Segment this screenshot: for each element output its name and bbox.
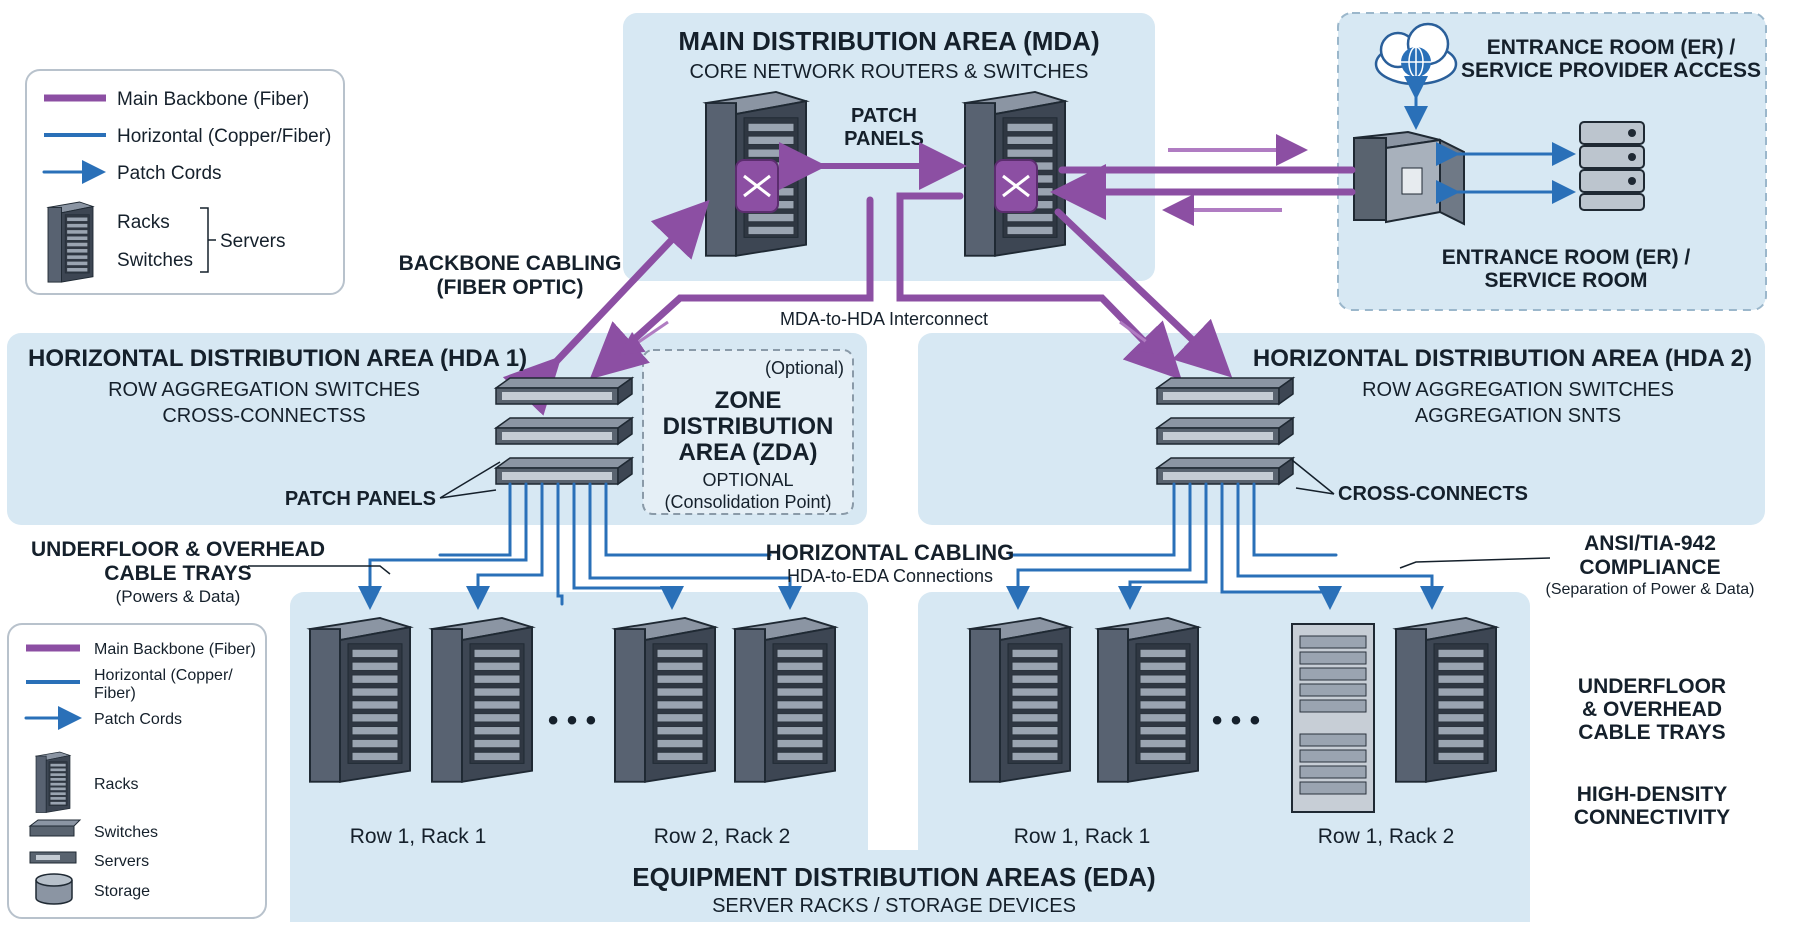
eda-left-label-1: Row 1, Rack 1 bbox=[350, 825, 487, 848]
zda-line4: OPTIONAL bbox=[702, 470, 793, 490]
eda-right-label-1: Row 1, Rack 1 bbox=[1014, 825, 1151, 848]
hda1-switch-stack bbox=[495, 377, 633, 485]
right-trays-2: & OVERHEAD bbox=[1582, 698, 1722, 721]
storage-icon bbox=[35, 873, 73, 905]
er-bottom-title-1: ENTRANCE ROOM (ER) / bbox=[1442, 246, 1691, 269]
legend2-servers-label: Servers bbox=[94, 853, 149, 870]
hda2-switch-stack bbox=[1156, 377, 1294, 485]
mda-core-rack-left bbox=[705, 91, 807, 257]
legend2-racks-label: Racks bbox=[94, 776, 138, 793]
legend2-horizontal-label-2: Fiber) bbox=[94, 685, 136, 702]
er-bottom-title-2: SERVICE ROOM bbox=[1485, 269, 1648, 292]
eda-bottom-band bbox=[290, 850, 1530, 922]
eda-right-ellipsis: • • • bbox=[1212, 704, 1260, 737]
legend-top: Main Backbone (Fiber) Horizontal (Copper… bbox=[25, 69, 345, 295]
legend-rack-icon bbox=[47, 201, 94, 283]
mda-patch-panels-2: PANELS bbox=[844, 128, 924, 150]
mda-subtitle: CORE NETWORK ROUTERS & SWITCHES bbox=[690, 61, 1089, 83]
legend2-switches-label: Switches bbox=[94, 824, 158, 841]
horizontal-cabling-subtitle: HDA-to-EDA Connections bbox=[787, 566, 993, 586]
right-trays-3: CABLE TRAYS bbox=[1578, 721, 1725, 744]
legend-patch-label: Patch Cords bbox=[117, 163, 222, 184]
zda-line5: (Consolidation Point) bbox=[664, 492, 831, 512]
legend2-switch-icon bbox=[28, 819, 82, 837]
legend-servers-label: Servers bbox=[220, 231, 285, 252]
backbone-link-hda1 bbox=[502, 199, 710, 416]
legend-backbone-label: Main Backbone (Fiber) bbox=[117, 89, 309, 110]
rack-right-4 bbox=[1395, 617, 1497, 783]
eda-right-racks bbox=[969, 617, 1497, 813]
backbone-label-1: BACKBONE CABLING bbox=[399, 252, 622, 275]
rack-left-3 bbox=[614, 617, 716, 783]
mda-patch-panels-1: PATCH bbox=[851, 105, 917, 127]
legend2-server-icon bbox=[29, 851, 77, 864]
legend-bottom: Main Backbone (Fiber) Horizontal (Copper… bbox=[7, 623, 267, 919]
er-top-title-1: ENTRANCE ROOM (ER) / bbox=[1487, 36, 1736, 59]
right-trays-1: UNDERFLOOR bbox=[1578, 675, 1726, 698]
trays-label-3: (Powers & Data) bbox=[116, 587, 241, 606]
hda1-title: HORIZONTAL DISTRIBUTION AREA (HDA 1) bbox=[28, 345, 527, 372]
cloud-globe-icon bbox=[1374, 22, 1458, 86]
eda-right-label-2: Row 1, Rack 2 bbox=[1318, 825, 1455, 848]
eda-title: EQUIPMENT DISTRIBUTION AREAS (EDA) bbox=[632, 862, 1155, 892]
rack-left-4 bbox=[734, 617, 836, 783]
ansi-label-1: ANSI/TIA-942 bbox=[1584, 532, 1716, 555]
eda-right-panel bbox=[918, 592, 1530, 922]
server-rack-icon bbox=[1579, 121, 1645, 211]
mda-core-rack-right bbox=[964, 91, 1066, 257]
er-top-title-2: SERVICE PROVIDER ACCESS bbox=[1461, 59, 1761, 82]
legend-racks-label: Racks bbox=[117, 212, 170, 233]
eda-left-ellipsis: • • • bbox=[548, 704, 596, 737]
right-density-1: HIGH-DENSITY bbox=[1577, 783, 1728, 806]
horizontal-cabling-left bbox=[358, 482, 802, 610]
horizontal-cabling-right bbox=[1006, 482, 1444, 610]
rack-right-1 bbox=[969, 617, 1071, 783]
interconnect-label: MDA-to-HDA Interconnect bbox=[780, 309, 988, 329]
trays-label-1: UNDERFLOOR & OVERHEAD bbox=[31, 538, 325, 561]
storage-array-icon bbox=[1291, 623, 1375, 813]
backbone-link-hda2 bbox=[896, 192, 1182, 381]
horizontal-cabling-title: HORIZONTAL CABLING bbox=[766, 540, 1015, 565]
zda-line3: AREA (ZDA) bbox=[678, 439, 817, 466]
backbone-label-2: (FIBER OPTIC) bbox=[437, 276, 584, 299]
hda2-title: HORIZONTAL DISTRIBUTION AREA (HDA 2) bbox=[1253, 345, 1752, 372]
hda2-line2: AGGREGATION SNTS bbox=[1415, 405, 1621, 427]
rack-right-2 bbox=[1097, 617, 1199, 783]
hda2-panel bbox=[918, 333, 1765, 525]
entrance-cabinet-icon bbox=[1353, 130, 1465, 226]
legend2-storage-label: Storage bbox=[94, 883, 150, 900]
legend2-horizontal-label-1: Horizontal (Copper/ bbox=[94, 667, 233, 684]
ansi-label-2: COMPLIANCE bbox=[1579, 556, 1720, 579]
hda1-patch-panels-label: PATCH PANELS bbox=[285, 488, 436, 510]
legend-horizontal-label: Horizontal (Copper/Fiber) bbox=[117, 126, 331, 147]
ansi-label-3: (Separation of Power & Data) bbox=[1546, 581, 1755, 598]
legend2-backbone-label: Main Backbone (Fiber) bbox=[94, 641, 256, 658]
right-density-2: CONNECTIVITY bbox=[1574, 806, 1730, 829]
rack-left-1 bbox=[309, 617, 411, 783]
zda-optional-tag: (Optional) bbox=[765, 358, 844, 378]
trays-label-2: CABLE TRAYS bbox=[104, 562, 251, 585]
eda-left-label-2: Row 2, Rack 2 bbox=[654, 825, 791, 848]
zda-line1: ZONE bbox=[715, 387, 782, 414]
legend-switches-label: Switches bbox=[117, 250, 193, 271]
hda1-line2: CROSS-CONNECTSS bbox=[162, 405, 365, 427]
hda1-line1: ROW AGGREGATION SWITCHES bbox=[108, 379, 420, 401]
mda-title: MAIN DISTRIBUTION AREA (MDA) bbox=[678, 26, 1099, 56]
hda2-cross-connects-label: CROSS-CONNECTS bbox=[1338, 483, 1528, 505]
eda-subtitle: SERVER RACKS / STORAGE DEVICES bbox=[712, 895, 1076, 917]
hda2-line1: ROW AGGREGATION SWITCHES bbox=[1362, 379, 1674, 401]
legend-bracket bbox=[200, 207, 216, 273]
legend2-patch-label: Patch Cords bbox=[94, 711, 182, 728]
zda-line2: DISTRIBUTION bbox=[663, 413, 834, 440]
backbone-link-hda2-b bbox=[1054, 208, 1233, 378]
legend2-rack-icon bbox=[35, 751, 71, 813]
rack-left-2 bbox=[431, 617, 533, 783]
